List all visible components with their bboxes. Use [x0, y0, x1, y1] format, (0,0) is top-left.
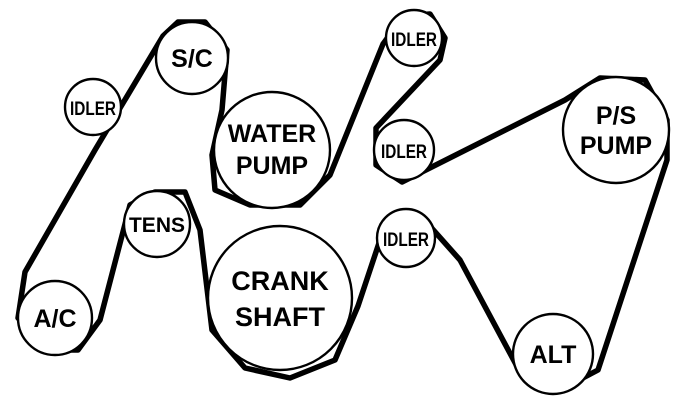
pulley-label-line-2: PUMP [580, 132, 652, 160]
pulley-crank-shaft: CRANK SHAFT [206, 224, 354, 372]
pulley-idler-top-right: IDLER [384, 8, 444, 68]
pulley-ac: A/C [16, 279, 94, 357]
pulley-idler-lower: IDLER [375, 207, 437, 269]
pulley-label-line-1: CRANK [231, 266, 329, 296]
pulley-label-line-1: P/S [596, 102, 636, 130]
pulley-idler-mid-right: IDLER [372, 118, 436, 182]
pulley-label: IDLER [70, 99, 116, 120]
pulley-label-line-1: WATER [228, 120, 316, 148]
pulley-label: S/C [171, 45, 213, 73]
pulley-label: TENS [129, 214, 185, 237]
pulley-label-line-2: SHAFT [235, 302, 325, 332]
pulley-sc: S/C [154, 20, 230, 96]
pulley-label: IDLER [391, 30, 437, 51]
pulley-tens: TENS [122, 189, 192, 259]
pulley-label: ALT [530, 341, 577, 369]
pulley-label-line-2: PUMP [236, 152, 308, 180]
pulley-label: A/C [33, 305, 76, 333]
pulley-label: IDLER [381, 142, 427, 163]
pulley-ps-pump: P/S PUMP [561, 75, 671, 185]
pulley-idler-left: IDLER [63, 77, 123, 137]
pulley-alt: ALT [511, 312, 595, 396]
pulley-label: IDLER [383, 230, 429, 251]
pulley-water-pump: WATER PUMP [212, 90, 332, 210]
